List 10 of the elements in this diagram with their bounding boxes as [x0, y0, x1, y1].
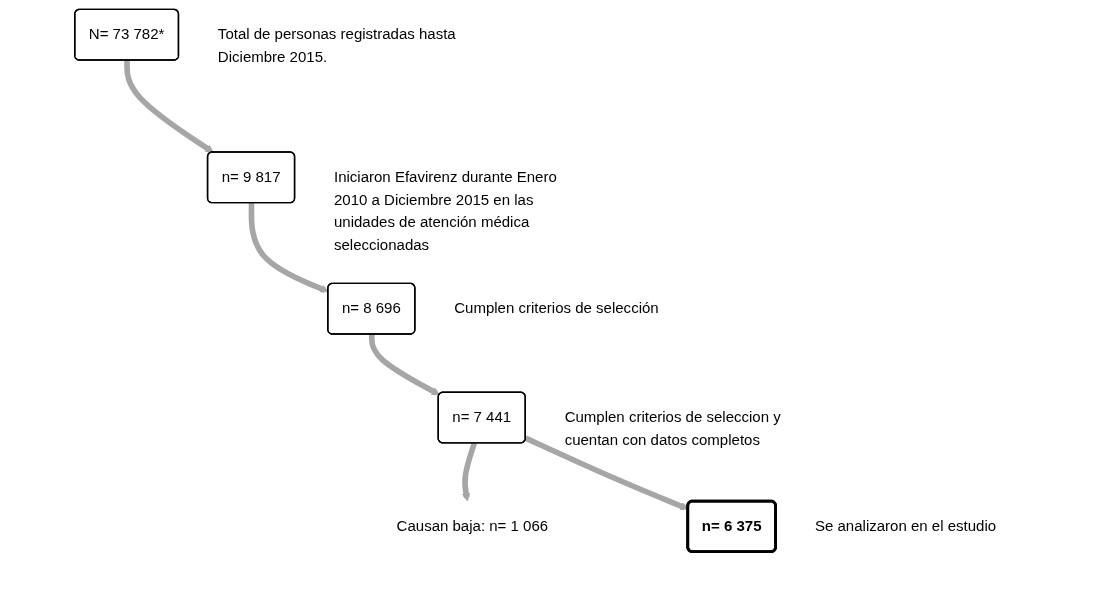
arrow [248, 203, 329, 293]
node-label: Iniciaron Efavirenz durante Enero 2010 a Diciembre 2015 en las unidades de atención médica seleccionadas [333, 168, 557, 253]
arrow [462, 442, 477, 502]
node-label: Cumplen criterios de selección [454, 300, 659, 317]
node-label: Total de personas registradas hasta Diciembre 2015. [217, 26, 456, 65]
arrow [124, 60, 214, 153]
node-label: Cumplen criterios de seleccion y cuentan con datos completos [564, 409, 781, 448]
node-label: Se analizaron en el estudio [814, 517, 997, 534]
arrow [368, 334, 440, 396]
node-text: Causan baja: n= 1 066 [396, 517, 549, 534]
